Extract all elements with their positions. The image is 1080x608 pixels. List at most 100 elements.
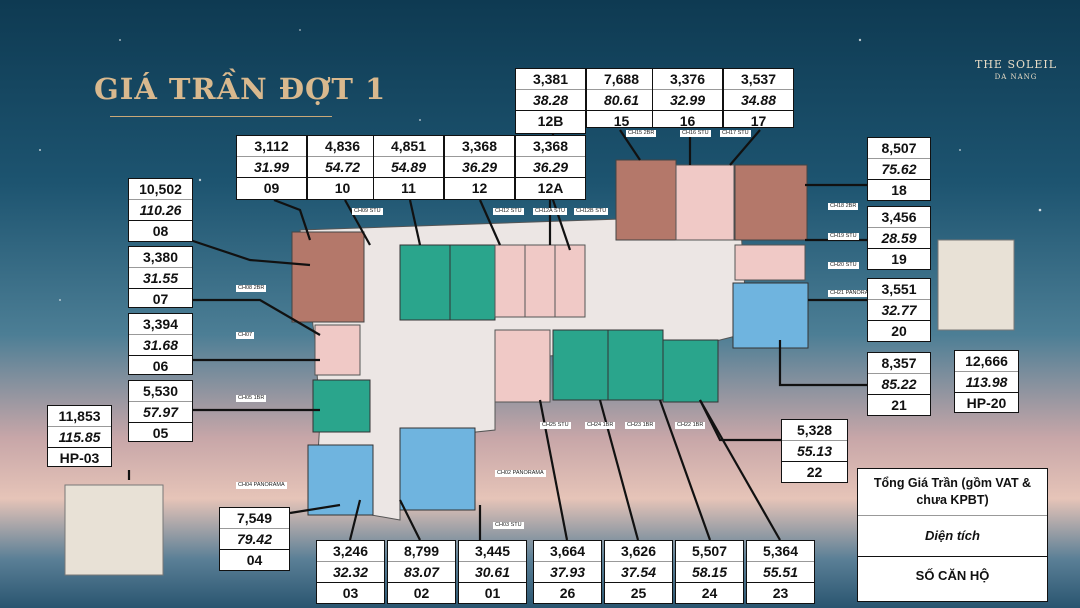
plan-tag: CH21 PANORAMA (828, 290, 879, 297)
unit-box-26[interactable]: 3,664 37.93 26 (533, 540, 602, 604)
unit-code: 08 (129, 220, 192, 241)
plan-tag: CH12 STU (493, 208, 524, 215)
unit-price: 3,376 (653, 69, 722, 90)
unit-area: 54.72 (324, 159, 361, 175)
unit-area: 36.29 (461, 159, 498, 175)
unit-code: 20 (868, 320, 930, 341)
brand-logo: THE SOLEIL DA NANG (968, 58, 1064, 81)
unit-box-07[interactable]: 3,380 31.55 07 (128, 246, 193, 308)
unit-box-08[interactable]: 10,502 110.26 08 (128, 178, 193, 242)
plan-tag: CH17 STU (720, 130, 751, 137)
brand-name: THE SOLEIL (975, 58, 1057, 71)
unit-area: 75.62 (881, 161, 917, 177)
unit-box-06[interactable]: 3,394 31.68 06 (128, 313, 193, 375)
unit-area: 55.13 (796, 443, 833, 459)
legend-unit-label: SỐ CĂN HỘ (915, 568, 990, 583)
unit-code: 18 (868, 179, 930, 200)
unit-area: 83.07 (403, 564, 440, 580)
unit-box-11[interactable]: 4,851 54.89 11 (373, 135, 444, 200)
unit-ch18 (734, 164, 808, 241)
unit-price: 3,551 (868, 279, 930, 300)
unit-box-19[interactable]: 3,456 28.59 19 (867, 206, 931, 270)
unit-box-17[interactable]: 3,537 34.88 17 (723, 68, 794, 129)
legend-box: Tổng Giá Trần (gồm VAT & chưa KPBT) Diện… (857, 468, 1048, 602)
unit-price: 3,394 (129, 314, 192, 335)
unit-price: 5,530 (129, 381, 192, 402)
unit-box-18[interactable]: 8,507 75.62 18 (867, 137, 931, 201)
unit-price: 4,851 (374, 136, 443, 157)
plan-tag: CH02 PANORAMA (495, 470, 546, 477)
unit-code: 16 (653, 110, 722, 131)
unit-area: 58.15 (691, 564, 728, 580)
plan-tag: CH16 STU (680, 130, 711, 137)
plan-tag: CH12B STU (574, 208, 609, 215)
brand-city: DA NANG (994, 73, 1038, 81)
unit-box-23[interactable]: 5,364 55.51 23 (746, 540, 815, 604)
unit-code: 21 (868, 394, 930, 415)
plan-tag: CH09 STU (352, 208, 383, 215)
unit-area: 30.61 (474, 564, 511, 580)
unit-area: 110.26 (139, 202, 182, 218)
unit-box-12[interactable]: 3,368 36.29 12 (444, 135, 515, 200)
unit-box-12a[interactable]: 3,368 36.29 12A (515, 135, 586, 200)
unit-price: 3,537 (724, 69, 793, 90)
unit-price: 3,368 (516, 136, 585, 157)
unit-box-20[interactable]: 3,551 32.77 20 (867, 278, 931, 342)
unit-code: 11 (374, 177, 443, 198)
unit-price: 12,666 (955, 351, 1018, 372)
unit-box-05[interactable]: 5,530 57.97 05 (128, 380, 193, 442)
unit-area: 115.85 (58, 429, 101, 445)
unit-box-hp-20[interactable]: 12,666 113.98 HP-20 (954, 350, 1019, 413)
unit-price: 3,664 (534, 541, 601, 562)
unit-box-10[interactable]: 4,836 54.72 10 (307, 135, 378, 200)
unit-box-24[interactable]: 5,507 58.15 24 (675, 540, 744, 604)
unit-price: 3,380 (129, 247, 192, 268)
unit-code: 12B (516, 110, 585, 131)
unit-price: 8,507 (868, 138, 930, 159)
unit-area: 57.97 (142, 404, 179, 420)
unit-box-04[interactable]: 7,549 79.42 04 (219, 507, 290, 571)
unit-box-16[interactable]: 3,376 32.99 16 (652, 68, 723, 131)
unit-code: 12A (516, 177, 585, 198)
unit-box-09[interactable]: 3,112 31.99 09 (236, 135, 307, 200)
unit-code: 25 (605, 582, 672, 603)
plan-tag: CH23 1BR (625, 422, 656, 429)
title-underline (110, 116, 332, 117)
unit-area: 32.77 (881, 302, 917, 318)
unit-price: 4,836 (308, 136, 377, 157)
plan-tag: CH24 1BR (585, 422, 616, 429)
unit-box-hp-03[interactable]: 11,853 115.85 HP-03 (47, 405, 112, 467)
unit-code: 02 (388, 582, 455, 603)
unit-box-01[interactable]: 3,445 30.61 01 (458, 540, 527, 604)
unit-price: 8,357 (868, 353, 930, 374)
unit-area: 28.59 (881, 230, 917, 246)
legend-price-label: Tổng Giá Trần (gồm VAT & chưa KPBT) (858, 469, 1047, 516)
unit-box-02[interactable]: 8,799 83.07 02 (387, 540, 456, 604)
unit-box-03[interactable]: 3,246 32.32 03 (316, 540, 385, 604)
unit-code: 10 (308, 177, 377, 198)
unit-price: 3,456 (868, 207, 930, 228)
unit-code: 05 (129, 422, 192, 443)
unit-area: 113.98 (965, 374, 1008, 390)
unit-code: 19 (868, 248, 930, 269)
plan-tag: CH12A STU (533, 208, 567, 215)
unit-box-15[interactable]: 7,688 80.61 15 (586, 68, 657, 129)
unit-code: 09 (237, 177, 306, 198)
unit-box-25[interactable]: 3,626 37.54 25 (604, 540, 673, 604)
unit-area: 54.89 (390, 159, 427, 175)
unit-price: 5,507 (676, 541, 743, 562)
unit-code: HP-03 (48, 447, 111, 468)
unit-box-12b[interactable]: 3,381 38.28 12B (515, 68, 586, 134)
unit-area: 34.88 (740, 92, 777, 108)
unit-area: 36.29 (532, 159, 569, 175)
unit-code: 22 (782, 461, 847, 482)
unit-area: 32.99 (669, 92, 706, 108)
unit-price: 8,799 (388, 541, 455, 562)
unit-price: 5,364 (747, 541, 814, 562)
unit-box-21[interactable]: 8,357 85.22 21 (867, 352, 931, 416)
unit-price: 3,112 (237, 136, 306, 157)
unit-area: 79.42 (236, 531, 273, 547)
plan-tag: CH05 1BR (236, 395, 267, 402)
unit-box-22[interactable]: 5,328 55.13 22 (781, 419, 848, 483)
